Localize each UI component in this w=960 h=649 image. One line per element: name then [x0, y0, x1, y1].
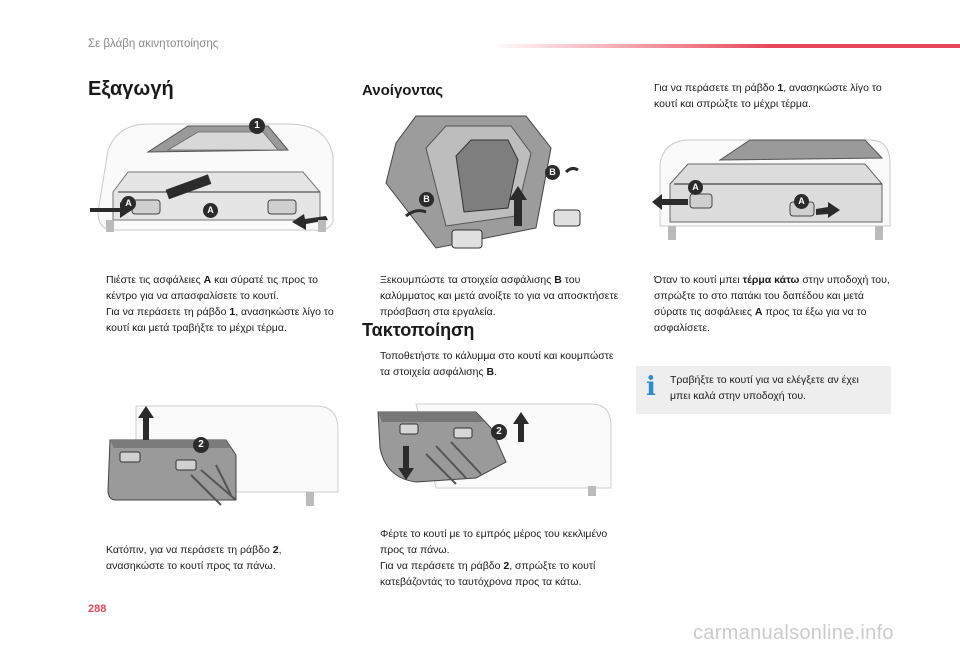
section-title-opening: Ανοίγοντας: [362, 82, 444, 99]
chapter-title: Σε βλάβη ακινητοποίησης: [88, 38, 219, 50]
step-text: Πιέστε τις ασφάλειες A και σύρατέ τις πρ…: [106, 274, 318, 302]
bullet-icon: [362, 348, 380, 380]
step-text: Ξεκουμπώστε τα στοιχεία ασφάλισης B του …: [380, 274, 619, 318]
bullet-icon: [88, 304, 106, 336]
step-text: Όταν το κουτί μπει τέρμα κάτω στην υποδο…: [654, 274, 890, 334]
badge-1: 1: [249, 118, 265, 134]
watermark: carmanualsonline.info: [693, 622, 894, 644]
header-accent-bar: [490, 44, 960, 48]
step-text: Κατόπιν, για να περάσετε τη ράβδο 2, ανα…: [106, 544, 282, 572]
badge-b-left: B: [419, 192, 434, 207]
badge-a-right: A: [203, 203, 218, 218]
bullet-icon: [636, 80, 654, 112]
badge-2: 2: [193, 437, 209, 453]
step-text: Τοποθετήστε το κάλυμμα στο κουτί και κου…: [380, 350, 614, 378]
info-text: Τραβήξτε το κουτί για να ελέγξετε αν έχε…: [670, 374, 859, 402]
badge-a-lock-right: A: [794, 194, 809, 209]
badge-a-left: A: [121, 196, 136, 211]
steps-opening: Ξεκουμπώστε τα στοιχεία ασφάλισης B του …: [362, 272, 624, 320]
badge-a-lock-left: A: [688, 180, 703, 195]
step-text: Για να περάσετε τη ράβδο 1, ανασηκώστε λ…: [654, 82, 882, 110]
figure-storage-bar2: [377, 403, 612, 496]
section-title-extraction: Εξαγωγή: [88, 78, 174, 100]
info-box: i Τραβήξτε το κουτί για να ελέγξετε αν έ…: [636, 366, 891, 414]
bullet-icon: [88, 272, 106, 304]
figure-opening-lid: [385, 115, 581, 249]
step-text: Για να περάσετε τη ράβδο 2, σπρώξτε το κ…: [380, 560, 596, 588]
bullet-icon: [362, 526, 380, 558]
steps-storage-3: Για να περάσετε τη ράβδο 1, ανασηκώστε λ…: [636, 80, 892, 112]
steps-storage-2: Φέρτε το κουτί με το εμπρός μέρος του κε…: [362, 526, 624, 590]
page-number: 288: [88, 603, 107, 615]
badge-2-storage: 2: [491, 424, 507, 440]
info-icon: i: [646, 372, 656, 402]
section-title-storage: Τακτοποίηση: [362, 320, 475, 340]
step-text: Φέρτε το κουτί με το εμπρός μέρος του κε…: [380, 528, 608, 556]
bullet-icon: [362, 272, 380, 320]
figure-storage-lock: [652, 139, 891, 240]
figure-extraction-bar2: [107, 405, 339, 506]
steps-extraction-2: Κατόπιν, για να περάσετε τη ράβδο 2, ανα…: [88, 542, 340, 574]
bullet-icon: [88, 542, 106, 574]
step-text: Για να περάσετε τη ράβδο 1, ανασηκώστε λ…: [106, 306, 334, 334]
steps-storage: Τοποθετήστε το κάλυμμα στο κουτί και κου…: [362, 348, 624, 380]
bullet-icon: [362, 558, 380, 590]
steps-storage-4: Όταν το κουτί μπει τέρμα κάτω στην υποδο…: [636, 272, 892, 336]
bullet-icon: [636, 272, 654, 336]
badge-b-right: B: [545, 165, 560, 180]
figure-extraction-bar1: [90, 123, 334, 232]
steps-extraction: Πιέστε τις ασφάλειες A και σύρατέ τις πρ…: [88, 272, 340, 336]
